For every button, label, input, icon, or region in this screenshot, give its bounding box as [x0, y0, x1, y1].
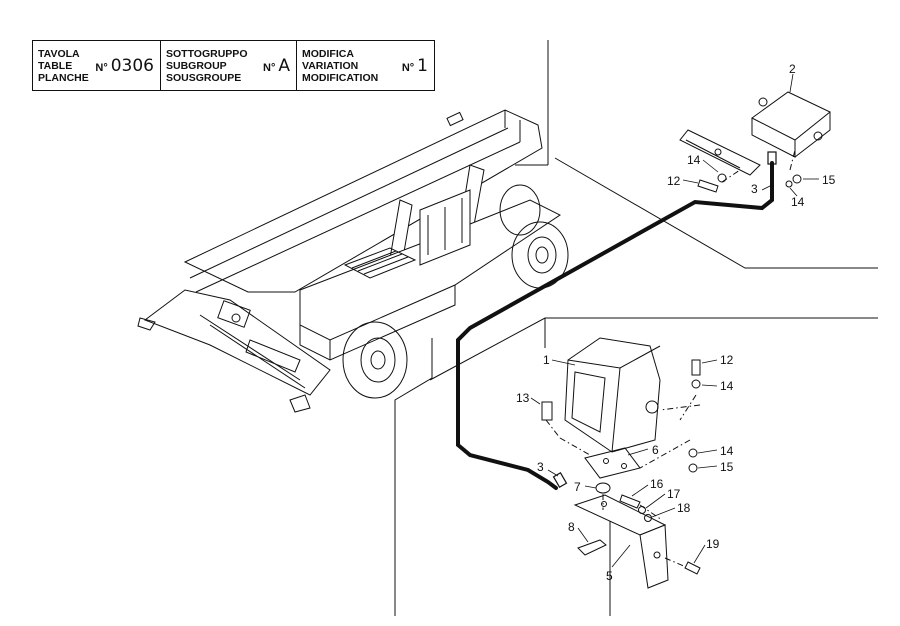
modification-number-value: 1: [417, 55, 428, 76]
callout-14-lower: 14: [720, 444, 734, 458]
nut-18: [644, 514, 652, 522]
switch-box-part-2: [751, 91, 831, 158]
horn-box-part-1: [564, 337, 661, 453]
table-number-prefix: N°: [95, 61, 108, 74]
callout-3-lower: 3: [537, 460, 544, 474]
washer-14-lower: [688, 448, 698, 458]
subgroup-number-cell: SOTTOGRUPPO SUBGROUP SOUSGROUPE N° A: [161, 41, 297, 90]
bolt-19: [684, 561, 701, 575]
callout-15-lower: 15: [720, 460, 734, 474]
callout-15-upper: 15: [822, 173, 836, 187]
nut-15-lower: [688, 463, 698, 473]
reach-stacker-machine: [137, 109, 569, 413]
callout-8: 8: [568, 520, 575, 534]
top-mounting-bracket: [679, 129, 761, 176]
callout-labels: 1 2 3 3 5 6 7 8 12 12 13 14 14 14 14 15 …: [516, 62, 836, 583]
table-label-it: TAVOLA: [38, 47, 80, 60]
modification-number-prefix: N°: [401, 61, 415, 74]
bracket-bolt-hole: [714, 148, 722, 156]
plate-part-6: [584, 447, 641, 479]
table-label-fr: PLANCHE: [38, 71, 89, 84]
bolt-13: [541, 401, 553, 421]
callout-17: 17: [667, 487, 681, 501]
callout-14-top: 14: [687, 153, 701, 167]
background-lines: [394, 40, 878, 616]
callout-1: 1: [543, 353, 550, 367]
callout-2: 2: [789, 62, 796, 76]
table-number-cell: TAVOLA TABLE PLANCHE N° 0306: [33, 41, 161, 90]
hose-3-run: [456, 161, 774, 490]
hose-fitting-top: [767, 151, 777, 165]
callout-16: 16: [650, 477, 664, 491]
bolt-16: [619, 494, 641, 509]
modification-label-fr: MODIFICATION: [302, 71, 379, 84]
callout-12-upper: 12: [667, 174, 681, 188]
callout-6: 6: [652, 443, 659, 457]
callout-3-upper: 3: [751, 182, 758, 196]
callout-14-mid: 14: [720, 379, 734, 393]
washer-part-7: [595, 482, 611, 494]
title-block: TAVOLA TABLE PLANCHE N° 0306 SOTTOGRUPPO…: [32, 40, 435, 91]
subgroup-label-it: SOTTOGRUPPO: [166, 47, 248, 60]
table-label-en: TABLE: [38, 59, 73, 72]
callout-5: 5: [606, 569, 613, 583]
callout-13: 13: [516, 391, 530, 405]
subgroup-number-prefix: N°: [263, 61, 276, 74]
bolt-12-lower: [691, 359, 701, 376]
assembly-centerlines: [545, 149, 796, 568]
nut-15-upper: [792, 174, 802, 184]
callout-14-right: 14: [791, 195, 805, 209]
callout-12-lower: 12: [720, 353, 734, 367]
hose-fitting-bottom: [552, 471, 568, 489]
subgroup-label-fr: SOUSGROUPE: [166, 71, 242, 84]
callout-leaders: [530, 73, 819, 568]
callout-19: 19: [706, 537, 720, 551]
table-number-value: 0306: [110, 55, 154, 76]
modification-label-en: VARIATION: [302, 59, 359, 72]
callout-7: 7: [574, 480, 581, 494]
washer-14-upper: [717, 173, 727, 183]
subgroup-label-en: SUBGROUP: [166, 59, 227, 72]
modification-number-cell: MODIFICA VARIATION MODIFICATION N° 1: [297, 41, 434, 90]
subgroup-number-value: A: [278, 55, 290, 76]
bracket-part-5: [573, 494, 669, 589]
washer-14-mid: [691, 379, 701, 389]
lever-part-8: [577, 539, 607, 556]
callout-18: 18: [677, 501, 691, 515]
modification-label-it: MODIFICA: [302, 47, 354, 60]
washer-14-right: [785, 180, 793, 188]
bolt-12-upper: [697, 179, 719, 193]
